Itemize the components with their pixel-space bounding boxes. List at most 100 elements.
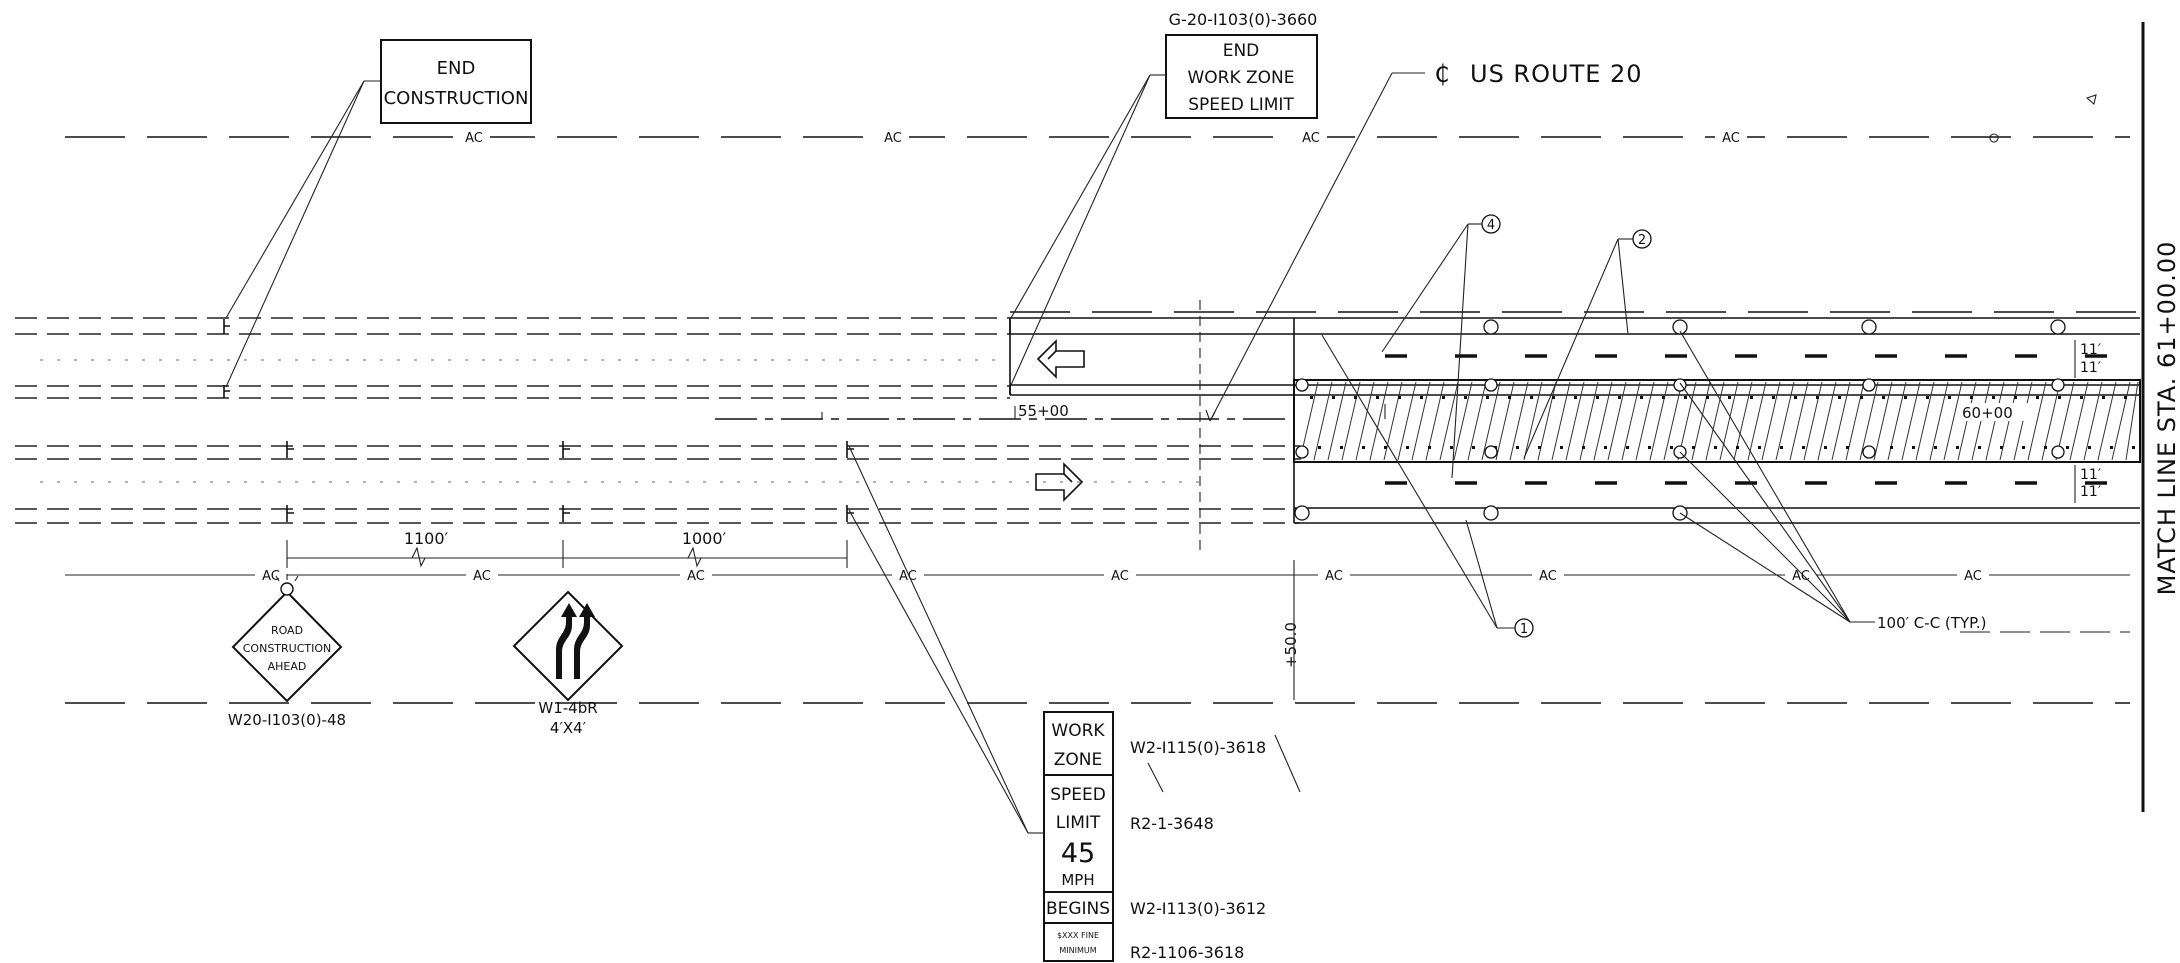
- hatch-line: [2083, 381, 2103, 461]
- median-dot: [1464, 396, 1467, 399]
- median-dot: [2022, 446, 2025, 449]
- hatch-line: [1789, 381, 1809, 461]
- hatch-line: [1719, 381, 1739, 461]
- median-dot: [1758, 446, 1761, 449]
- road-construction-ahead-sign: ROAD CONSTRUCTION AHEAD W20-I103(0)-48: [228, 574, 346, 729]
- median-dot: [1472, 446, 1475, 449]
- median-dot: [1802, 446, 1805, 449]
- median-dot: [2066, 446, 2069, 449]
- median-dot: [2044, 446, 2047, 449]
- lane-width-labels: 11′ 11′ 11′ 11′: [2074, 340, 2101, 503]
- hatch-line: [1481, 381, 1501, 461]
- westbound-lane: [1009, 311, 2140, 396]
- median-dot: [1406, 446, 1409, 449]
- median-dot: [1508, 396, 1511, 399]
- callout-4: 4: [1381, 214, 1501, 479]
- median-dot: [1604, 446, 1607, 449]
- drum-circle: [1483, 505, 1499, 521]
- road-construction-line3: AHEAD: [268, 660, 307, 673]
- drum-spacing-callout: 100′ C-C (TYP.): [1679, 330, 1986, 632]
- callout-4-number: 4: [1487, 218, 1495, 233]
- median-dot: [1736, 446, 1739, 449]
- median-dot: [1714, 446, 1717, 449]
- eastbound-lane: [1293, 318, 2140, 524]
- median-dot: [1376, 396, 1379, 399]
- median-dot: [1846, 446, 1849, 449]
- hatch-line: [1705, 381, 1725, 461]
- match-line: MATCH LINE STA. 61+00.00: [2141, 22, 2180, 812]
- drum-circle: [1484, 445, 1498, 459]
- assembly-begins: BEGINS: [1046, 899, 1110, 919]
- station-55-label: 55+00: [1018, 402, 1069, 420]
- assembly-mph: MPH: [1061, 871, 1094, 889]
- hatch-line: [1467, 381, 1487, 461]
- drum-circle: [2050, 319, 2066, 335]
- callout-1-number: 1: [1520, 622, 1528, 637]
- median-dot: [2000, 446, 2003, 449]
- median-dot: [1538, 446, 1541, 449]
- ac-label: AC: [473, 569, 491, 584]
- median-dot: [1310, 396, 1313, 399]
- dimension-lines: 1100′ 1000′: [286, 529, 848, 568]
- drum-circle: [1294, 505, 1310, 521]
- hatch-line: [1859, 381, 1879, 461]
- hatch-line: [1495, 381, 1515, 461]
- median-dot: [1904, 396, 1907, 399]
- code-begins: W2-I113(0)-3612: [1130, 899, 1266, 918]
- median-dot: [1780, 446, 1783, 449]
- end-construction-line2: CONSTRUCTION: [384, 88, 529, 109]
- lane-shift-sign: W1-4bR 4′X4′: [512, 590, 624, 737]
- drum-circle: [2051, 445, 2065, 459]
- median-dot: [1516, 446, 1519, 449]
- median-hatching: [1299, 381, 2139, 461]
- ac-label: AC: [899, 569, 917, 584]
- median-dot: [1362, 446, 1365, 449]
- median-dot: [1640, 396, 1643, 399]
- drum-circle: [1862, 378, 1876, 392]
- assembly-fine-2: MINIMUM: [1059, 946, 1096, 955]
- lane-shift-code: W1-4bR: [538, 699, 597, 717]
- hatch-line: [1341, 381, 1361, 461]
- median-dot: [1912, 446, 1915, 449]
- hatch-line: [1397, 381, 1417, 461]
- median-dot: [2124, 396, 2127, 399]
- lane-skip-marks: [1385, 354, 2107, 485]
- median-dot: [1428, 446, 1431, 449]
- eastbound-arrow: [1035, 462, 1084, 502]
- hatch-line: [1901, 381, 1921, 461]
- median-dot: [2080, 396, 2083, 399]
- drum-spacing-note: 100′ C-C (TYP.): [1877, 614, 1986, 632]
- median-dot: [1692, 446, 1695, 449]
- hatch-line: [1775, 381, 1795, 461]
- hatch-line: [1831, 381, 1851, 461]
- end-construction-sign: END CONSTRUCTION: [225, 39, 532, 388]
- median-dot: [1816, 396, 1819, 399]
- median-dot: [2014, 396, 2017, 399]
- median-dot: [1340, 446, 1343, 449]
- hatch-line: [1621, 381, 1641, 461]
- hatch-line: [1607, 381, 1627, 461]
- centerline-label: ₵ US ROUTE 20: [1205, 60, 1642, 422]
- hatch-line: [2125, 381, 2139, 461]
- hatch-line: [1929, 381, 1949, 461]
- median-dot: [1648, 446, 1651, 449]
- median-dot: [1728, 396, 1731, 399]
- median-dot: [1384, 446, 1387, 449]
- channelizing-drums: [1294, 319, 2066, 521]
- median-dot: [1332, 396, 1335, 399]
- ac-label: AC: [262, 569, 280, 584]
- hatch-line: [1439, 381, 1459, 461]
- road-construction-line1: ROAD: [271, 624, 303, 637]
- hatch-line: [2027, 381, 2047, 461]
- assembly-work: WORK: [1051, 721, 1105, 741]
- ac-labels-top: AC AC AC AC: [458, 128, 1747, 146]
- median-dot: [1706, 396, 1709, 399]
- median-dot: [2036, 396, 2039, 399]
- median-dot: [2088, 446, 2091, 449]
- right-of-way-lines: [65, 136, 2130, 704]
- offset-label: +50.0: [1282, 622, 1300, 668]
- median-dot: [1552, 396, 1555, 399]
- drum-circle: [1672, 319, 1688, 335]
- hatch-line: [2069, 381, 2089, 461]
- ac-label: AC: [1111, 569, 1129, 584]
